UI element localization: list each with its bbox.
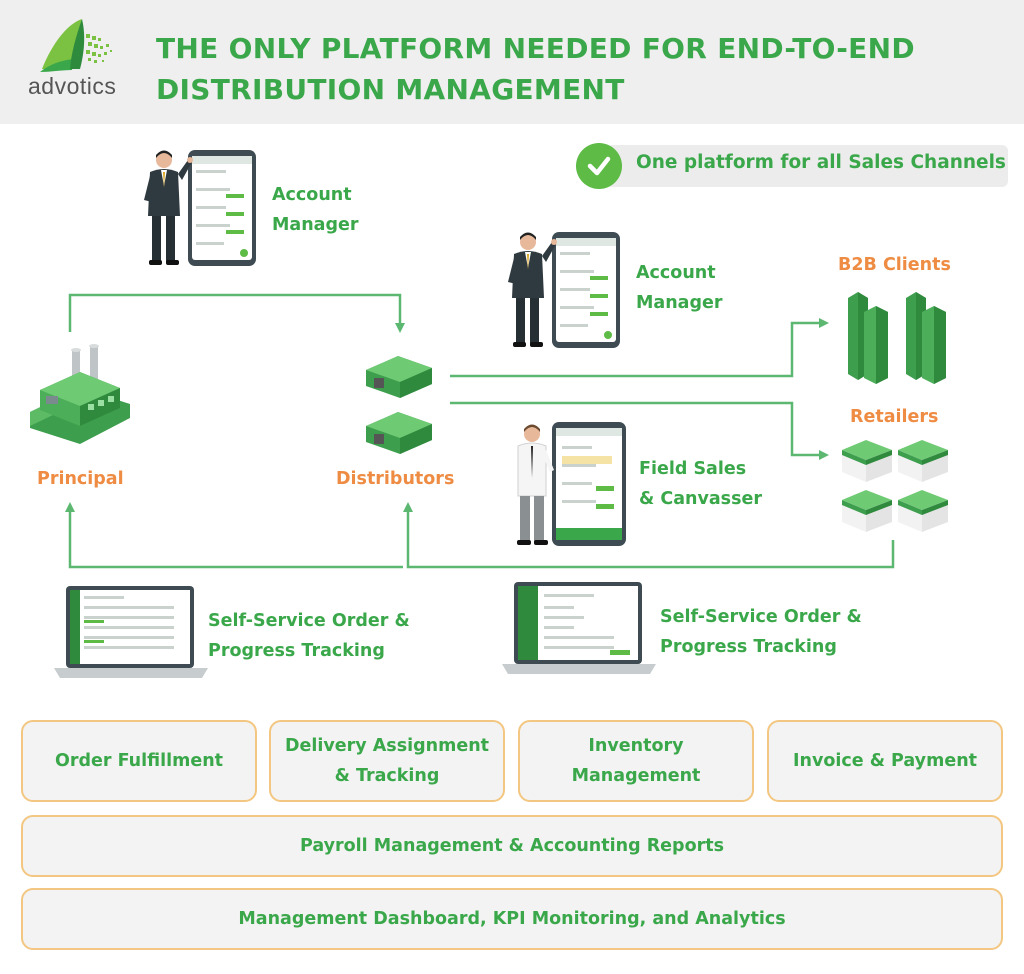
arrow-principal-to-distributors (68, 293, 405, 333)
self-service-left-label: Self-Service Order & Progress Tracking (208, 611, 410, 661)
arrow-distributors-to-b2b (450, 318, 829, 378)
sales-channels-badge: One platform for all Sales Channels (576, 143, 1008, 189)
arrow-retailers-to-distributors (403, 502, 895, 569)
laptop-left-illustration (54, 586, 208, 678)
badge-circle (576, 143, 622, 189)
badge-text: One platform for all Sales Channels (636, 152, 1006, 173)
arrow-distributors-to-principal (65, 502, 403, 569)
page-title: THE ONLY PLATFORM NEEDED FOR END-TO-END … (156, 28, 976, 110)
account-manager-mid-illustration (508, 232, 620, 348)
account-manager-mid-label: Account Manager (636, 263, 723, 313)
field-sales-label: Field Sales & Canvasser (639, 459, 763, 509)
check-icon (587, 156, 611, 176)
principal-label: Principal (37, 469, 124, 489)
module-delivery-assignment: Delivery Assignment& Tracking (269, 720, 505, 802)
field-sales-illustration (517, 422, 626, 546)
page-title-line-1: THE ONLY PLATFORM NEEDED FOR END-TO-END (156, 32, 915, 65)
logo-wordmark: advotics (28, 73, 117, 99)
account-manager-top-label: Account Manager (272, 185, 359, 235)
badge-bar (606, 145, 1008, 187)
module-order-fulfillment: Order Fulfillment (21, 720, 257, 802)
account-manager-illustration (144, 150, 256, 266)
self-service-right-label: Self-Service Order & Progress Tracking (660, 607, 862, 657)
page-title-line-2: DISTRIBUTION MANAGEMENT (156, 73, 625, 106)
warehouses-icon (366, 356, 432, 454)
distributors-label: Distributors (336, 469, 455, 489)
retailers-label: Retailers (850, 407, 939, 427)
office-buildings-icon (848, 292, 946, 384)
module-management-dashboard: Management Dashboard, KPI Monitoring, an… (21, 888, 1003, 950)
module-invoice-payment: Invoice & Payment (767, 720, 1003, 802)
factory-icon (30, 344, 130, 444)
advotics-logo (40, 19, 112, 72)
b2b-clients-label: B2B Clients (838, 255, 951, 275)
retail-stores-icon (842, 440, 948, 532)
module-payroll-accounting: Payroll Management & Accounting Reports (21, 815, 1003, 877)
laptop-right-illustration (502, 582, 656, 674)
header-banner: advotics THE ONLY PLATFORM NEEDED FOR EN… (0, 0, 1024, 124)
arrow-distributors-to-retailers (450, 401, 829, 460)
